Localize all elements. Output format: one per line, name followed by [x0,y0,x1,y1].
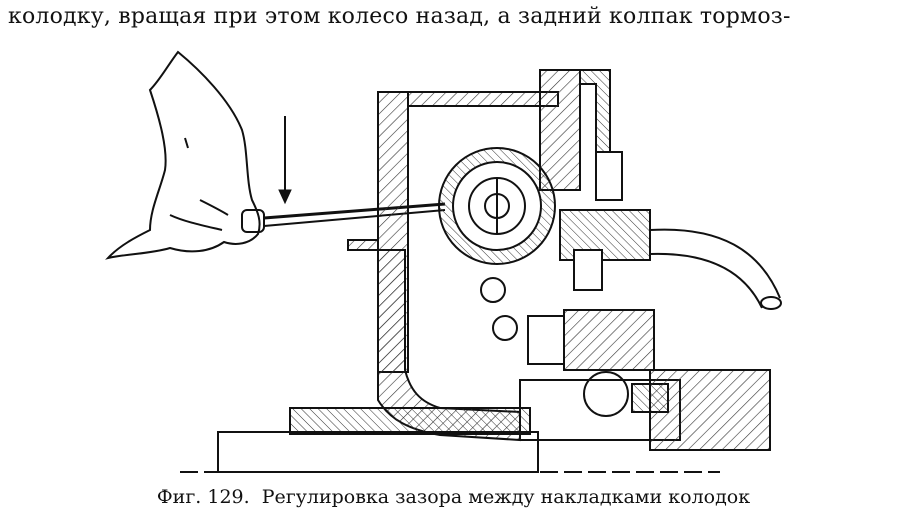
figure-caption-text: Регулировка зазора между накладками коло… [261,486,751,508]
figure-number: Фиг. 129. [156,486,250,508]
figure-caption: Фиг. 129. Регулировка зазора между накла… [0,486,907,508]
adjusting-gear [438,147,556,265]
body-text-line: колодку, вращая при этом колесо назад, а… [8,4,791,29]
brake-pipe [649,228,782,310]
fittings [480,151,771,451]
screwdriver [241,202,446,233]
arrow-down-icon [278,116,292,205]
brake-housing [217,69,611,473]
hand-drawing [105,50,261,260]
technical-drawing [105,50,782,473]
